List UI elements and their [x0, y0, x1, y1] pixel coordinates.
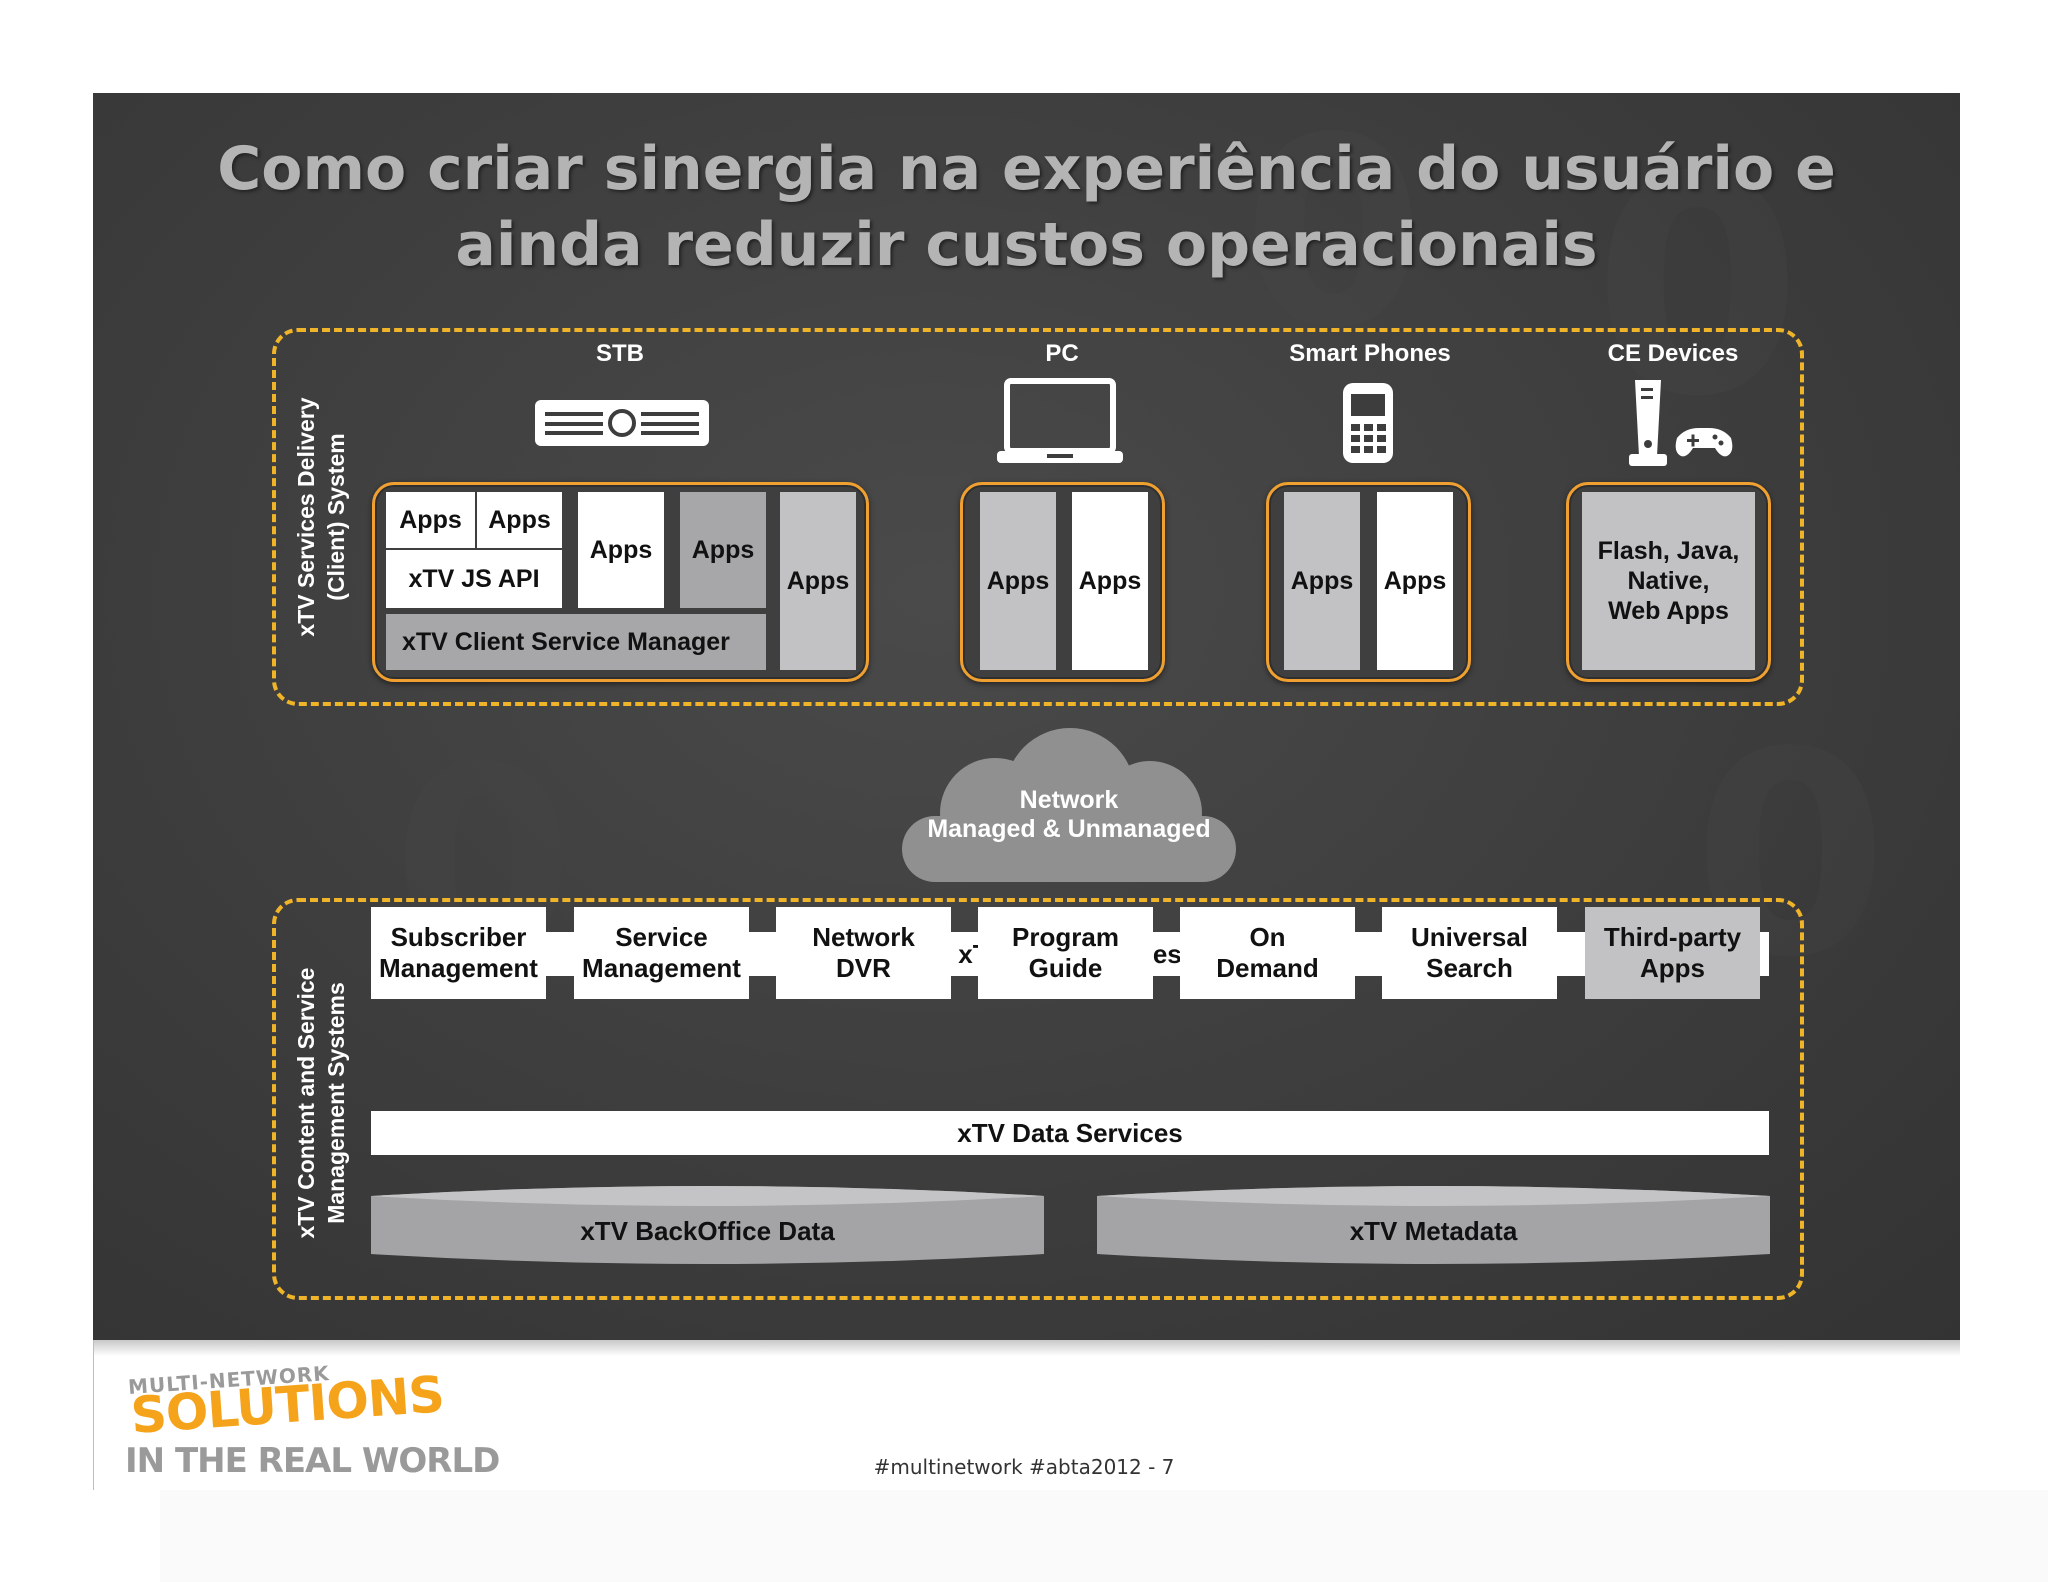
game-console-icon [1629, 380, 1733, 466]
phones-apps-1: Apps [1284, 492, 1360, 670]
phones-apps-2: Apps [1377, 492, 1453, 670]
ce-line: Flash, Java, [1597, 537, 1740, 565]
service-line: Demand [1216, 953, 1319, 983]
stb-apps-c: Apps [578, 492, 664, 608]
network-line-1: Network [1019, 786, 1119, 814]
slide-title: Como criar sinergia na experiência do us… [93, 131, 1960, 283]
service-line: Program [1012, 922, 1119, 952]
service-line: Third-party [1603, 922, 1742, 952]
device-title-pc: PC [1045, 340, 1079, 367]
network-cloud-label: Network Managed & Unmanaged [900, 786, 1238, 856]
title-line-1: Como criar sinergia na experiência do us… [217, 134, 1836, 204]
service-line: Guide [1028, 953, 1103, 983]
service-line: Search [1426, 953, 1513, 983]
ce-app-types: Flash, Java, Native, Web Apps [1582, 492, 1755, 670]
service-line: Management [582, 953, 741, 983]
device-title-ce-devices: CE Devices [1607, 340, 1739, 367]
pc-apps-2: Apps [1072, 492, 1148, 670]
logo-line-3: IN THE REAL WORLD [125, 1441, 500, 1481]
background-glyph: 0 [1593, 113, 1802, 462]
content-system-group [272, 898, 1804, 1300]
side-label-line: xTV Content and Service [293, 967, 319, 1239]
backoffice-label: xTV BackOffice Data [580, 1216, 835, 1246]
device-title-stb: STB [596, 340, 644, 367]
client-system-group [272, 328, 1804, 706]
service-line: Universal [1410, 922, 1529, 952]
stb-apps-d: Apps [680, 492, 766, 608]
device-title-smart-phones: Smart Phones [1289, 340, 1451, 367]
stb-client-service-manager: xTV Client Service Manager [386, 614, 766, 670]
laptop-icon [997, 378, 1123, 463]
bottom-strip [160, 1490, 2048, 1582]
title-line-2: ainda reduzir custos operacionais [455, 210, 1598, 280]
stb-js-api: xTV JS API [386, 550, 562, 608]
side-label-line: Management Systems [323, 982, 349, 1224]
background-glyph: 0 [1243, 93, 1424, 385]
database-icon [371, 1186, 1044, 1264]
ce-line: Web Apps [1608, 597, 1729, 625]
service-line: Apps [1639, 953, 1705, 983]
service-line: Subscriber [390, 922, 527, 952]
slide-shadow [93, 1340, 1960, 1356]
content-system-label: xTV Content and Service Management Syste… [291, 928, 351, 1278]
stb-apps-a: Apps [386, 492, 475, 548]
side-label-line: (Client) System [323, 433, 349, 601]
database-icon [1097, 1186, 1770, 1264]
backoffice-data-store: xTV BackOffice Data [371, 1182, 1044, 1268]
divider [93, 1340, 94, 1490]
event-logo: MULTI-NETWORK SOLUTIONS IN THE REAL WORL… [125, 1361, 500, 1485]
side-label-line: xTV Services Delivery [293, 397, 319, 637]
client-system-label: xTV Services Delivery (Client) System [291, 342, 351, 692]
slide-footer: #multinetwork #abta2012 - 7 [873, 1455, 1175, 1479]
smartphone-icon [1343, 383, 1393, 463]
stb-apps-e: Apps [780, 492, 856, 670]
set-top-box-icon [535, 400, 709, 446]
cloud-icon [902, 728, 1236, 882]
service-line: Service [615, 922, 708, 952]
service-line: Management [379, 953, 538, 983]
service-line: DVR [836, 953, 891, 983]
metadata-label: xTV Metadata [1349, 1216, 1518, 1246]
data-services-bar: xTV Data Services [371, 1111, 1769, 1155]
metadata-store: xTV Metadata [1097, 1182, 1770, 1268]
ce-line: Native, [1627, 567, 1710, 595]
pc-apps-1: Apps [980, 492, 1056, 670]
service-line: On [1249, 922, 1286, 952]
stb-apps-b: Apps [477, 492, 562, 548]
network-line-2: Managed & Unmanaged [927, 815, 1211, 843]
service-line: Network [812, 922, 915, 952]
